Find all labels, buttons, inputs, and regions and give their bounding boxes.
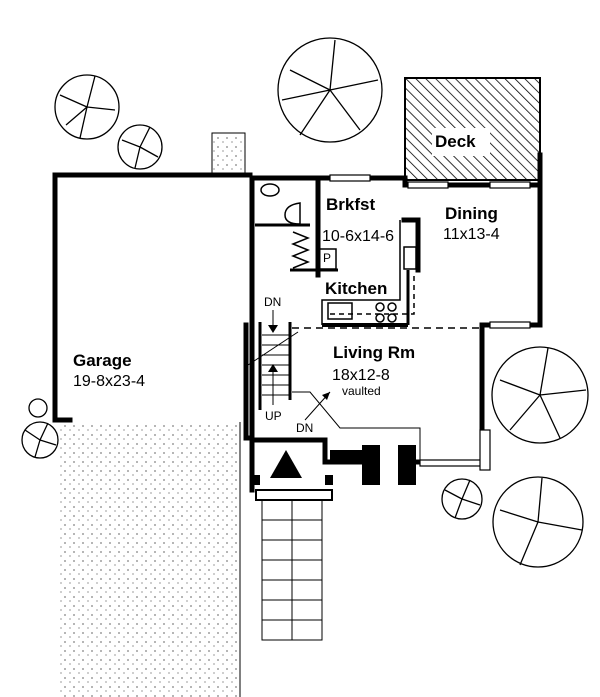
- room-label-brkfst: Brkfst: [326, 195, 376, 214]
- room-size-living: 18x12-8: [332, 367, 390, 384]
- room-note-living: vaulted: [342, 384, 381, 398]
- driveway: [60, 422, 240, 697]
- room-size-brkfst: 10-6x14-6: [322, 228, 395, 245]
- room-size-dining: 11x13-4: [443, 226, 500, 243]
- tree-icons: [21, 37, 589, 568]
- room-label-pantry: P: [323, 251, 332, 265]
- room-label-deck: Deck: [435, 132, 476, 151]
- room-label-dining: Dining: [445, 204, 498, 223]
- room-size-garage: 19-8x23-4: [73, 373, 146, 390]
- stairs-down-label: DN: [264, 295, 282, 309]
- stairs-down2-label: DN: [296, 421, 314, 435]
- room-label-garage: Garage: [73, 351, 132, 370]
- room-label-kitchen: Kitchen: [325, 279, 388, 298]
- front-walk: [261, 499, 323, 641]
- room-label-living: Living Rm: [333, 343, 416, 362]
- stairs-up-label: UP: [265, 409, 282, 423]
